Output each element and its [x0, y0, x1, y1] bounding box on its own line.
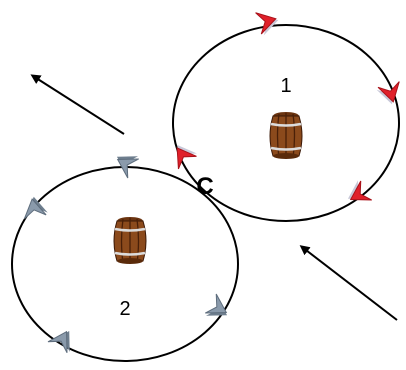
barrel-icon [268, 110, 304, 161]
arrow-icon [30, 74, 125, 135]
chevron-icon [109, 146, 141, 179]
chevron-icon [203, 293, 235, 326]
barrel-icon [112, 215, 148, 266]
circle-2-label: 2 [119, 298, 130, 320]
chevron-icon [47, 323, 80, 355]
circle-1-label: 1 [280, 75, 291, 97]
contact-point-label: C [196, 173, 213, 200]
chevron-icon [255, 7, 282, 37]
circle-1 [172, 24, 400, 222]
arrow-icon [299, 245, 398, 321]
chevron-icon [20, 194, 49, 220]
